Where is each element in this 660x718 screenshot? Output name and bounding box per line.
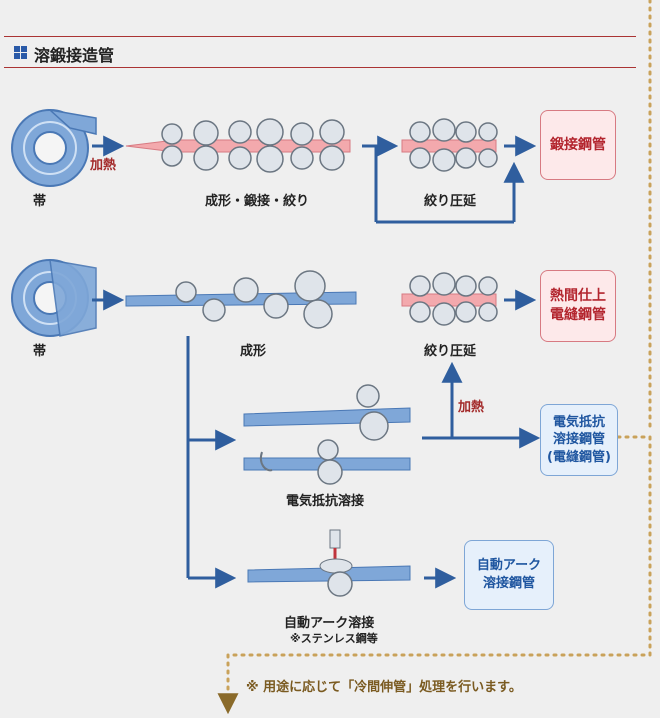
erw-welding-label: 電気抵抗溶接 xyxy=(286,494,365,509)
forming-welding-label: 成形・鍛接・絞り xyxy=(205,194,310,209)
forming-rolls xyxy=(125,270,357,329)
reducing-label-1: 絞り圧延 xyxy=(424,194,477,209)
arc-welding-unit xyxy=(247,529,411,597)
reducing-label-2: 絞り圧延 xyxy=(424,344,477,359)
erw-product-line3: (電縫鋼管) xyxy=(547,449,611,465)
erw-product-line2: 溶接鋼管 xyxy=(552,432,605,448)
reducing-rolls-1 xyxy=(401,118,498,172)
erw-product-line1: 電気抵抗 xyxy=(552,414,605,430)
title-bar: 溶鍛接造管 xyxy=(4,36,636,68)
cold-drawing-note: ※ 用途に応じて「冷間伸管」処理を行います。 xyxy=(246,680,522,695)
erw-welding-unit xyxy=(243,384,411,485)
grid-icon xyxy=(14,46,27,59)
hot-product-line2: 電縫鋼管 xyxy=(550,307,606,323)
product-forge-welded-label: 鍛接鋼管 xyxy=(550,136,606,153)
arc-product-line2: 溶接鋼管 xyxy=(482,576,535,591)
arc-welding-label: 自動アーク溶接 xyxy=(284,616,375,631)
product-box-hot-finished: 熱間仕上 電縫鋼管 xyxy=(540,270,616,342)
coil-1 xyxy=(11,108,97,187)
product-box-erw: 電気抵抗 溶接鋼管 (電縫鋼管) xyxy=(540,404,618,476)
forming-welding-rolls xyxy=(125,118,351,173)
arc-product-line1: 自動アーク xyxy=(476,558,542,574)
heat-label-1: 加熱 xyxy=(90,158,117,173)
page-title: 溶鍛接造管 xyxy=(34,46,115,65)
coil-2 xyxy=(11,259,97,337)
dotted-path-bottom xyxy=(217,435,652,715)
reducing-rolls-2 xyxy=(401,272,498,326)
product-box-forge-welded: 鍛接鋼管 xyxy=(540,110,616,180)
strip-label-1: 帯 xyxy=(33,194,47,209)
product-box-arc: 自動アーク 溶接鋼管 xyxy=(464,540,554,610)
arc-welding-sublabel: ※ステンレス鋼等 xyxy=(290,632,378,645)
heat-label-2: 加熱 xyxy=(458,400,485,415)
hot-product-line1: 熱間仕上 xyxy=(550,288,606,305)
strip-label-2: 帯 xyxy=(33,344,47,359)
forming-label: 成形 xyxy=(240,344,267,359)
